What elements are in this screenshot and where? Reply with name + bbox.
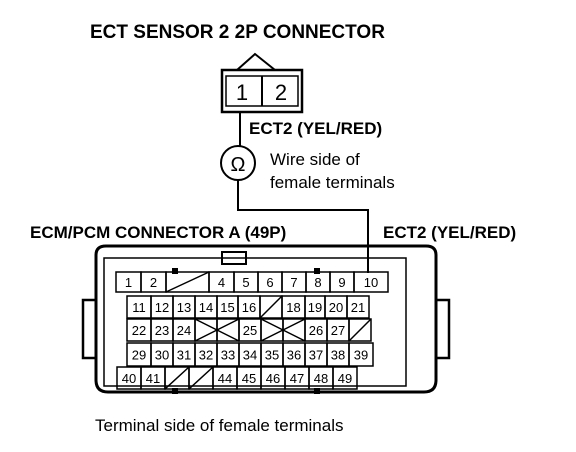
sensor-wire-label: ECT2 (YEL/RED) (249, 119, 382, 138)
pin-label: 38 (331, 348, 345, 363)
pin-cell (348, 318, 372, 342)
ecm-guide-2 (314, 268, 320, 274)
pin-label: 5 (242, 275, 249, 290)
sensor-pin-2: 2 (275, 80, 287, 105)
ecm-connector (81, 244, 451, 394)
pin-label: 25 (243, 323, 257, 338)
pin-label: 41 (146, 371, 160, 386)
unused-pin-cross (260, 318, 306, 342)
pin-label: 47 (290, 371, 304, 386)
pin-label: 37 (309, 348, 323, 363)
pin-label: 48 (314, 371, 328, 386)
pin-cell (194, 318, 218, 342)
pin-label: 31 (177, 348, 191, 363)
pin-label: 2 (150, 275, 157, 290)
ecm-guide-3 (172, 388, 178, 394)
ecm-guide-4 (314, 388, 320, 394)
pin-label: 13 (177, 300, 191, 315)
ecm-shell-inner (103, 257, 407, 387)
pin-label: 45 (242, 371, 256, 386)
pin-label: 30 (155, 348, 169, 363)
probe-wire (237, 180, 369, 273)
ecm-guide-1 (172, 268, 178, 274)
pin-label: 29 (132, 348, 146, 363)
ecm-latch-right (434, 298, 451, 360)
pin-cell (346, 295, 370, 319)
pin-label: 15 (220, 300, 234, 315)
unused-pin-cross (194, 318, 240, 342)
connector-latch (236, 52, 276, 71)
pin-label: 27 (331, 323, 345, 338)
pin-label: 12 (155, 300, 169, 315)
pin-label: 14 (199, 300, 213, 315)
empty-pin-mark (164, 366, 190, 390)
pin-cell (332, 366, 358, 390)
pin-label: 19 (308, 300, 322, 315)
wire-side-label-line2: female terminals (270, 173, 395, 192)
pin-label: 1 (125, 275, 132, 290)
pin-label: 32 (199, 348, 213, 363)
pin-cell (260, 318, 284, 342)
sensor-pin-frame (225, 75, 299, 107)
pin-label: 34 (243, 348, 257, 363)
pin-label: 33 (221, 348, 235, 363)
footer-label: Terminal side of female terminals (95, 416, 343, 435)
pin-label: 6 (266, 275, 273, 290)
ecm-shell-outer (94, 244, 438, 394)
pin-label: 39 (354, 348, 368, 363)
ecm-wire-label: ECT2 (YEL/RED) (383, 223, 516, 242)
pin-label: 23 (155, 323, 169, 338)
pin-label: 22 (132, 323, 146, 338)
pin-label: 21 (351, 300, 365, 315)
ecm-key-top (221, 251, 247, 265)
empty-pin-mark (165, 271, 210, 293)
pin-label: 4 (218, 275, 225, 290)
pin-label: 9 (338, 275, 345, 290)
empty-pin-mark (259, 295, 283, 319)
pin-label: 7 (290, 275, 297, 290)
pin-label: 20 (329, 300, 343, 315)
pin-cell (282, 318, 306, 342)
pin-label: 26 (309, 323, 323, 338)
sensor-connector-title: ECT SENSOR 2 2P CONNECTOR (90, 22, 385, 43)
empty-pin-mark (348, 318, 372, 342)
pin-label: 8 (314, 275, 321, 290)
pin-label: 16 (242, 300, 256, 315)
pin-label: 46 (266, 371, 280, 386)
pin-cell (353, 271, 389, 293)
empty-pin-mark (188, 366, 214, 390)
ecm-connector-label: ECM/PCM CONNECTOR A (49P) (30, 223, 286, 242)
pin-label: 11 (132, 300, 146, 315)
pin-label: 10 (364, 275, 378, 290)
ecm-latch-left (81, 298, 98, 360)
ohmmeter: Ω (220, 145, 256, 181)
wire-side-label-line1: Wire side of (270, 150, 360, 169)
pin-cell (216, 318, 240, 342)
sensor-connector-body (220, 68, 304, 114)
pin-label: 36 (287, 348, 301, 363)
pin-label: 49 (338, 371, 352, 386)
sensor-pin-1: 1 (236, 80, 248, 105)
sensor-connector: 1 2 (220, 52, 304, 114)
pin-label: 35 (265, 348, 279, 363)
pin-label: 18 (286, 300, 300, 315)
pin-label: 40 (122, 371, 136, 386)
ohm-icon: Ω (231, 154, 246, 176)
pin-cell (348, 342, 374, 367)
pin-label: 24 (177, 323, 191, 338)
pin-label: 44 (218, 371, 232, 386)
